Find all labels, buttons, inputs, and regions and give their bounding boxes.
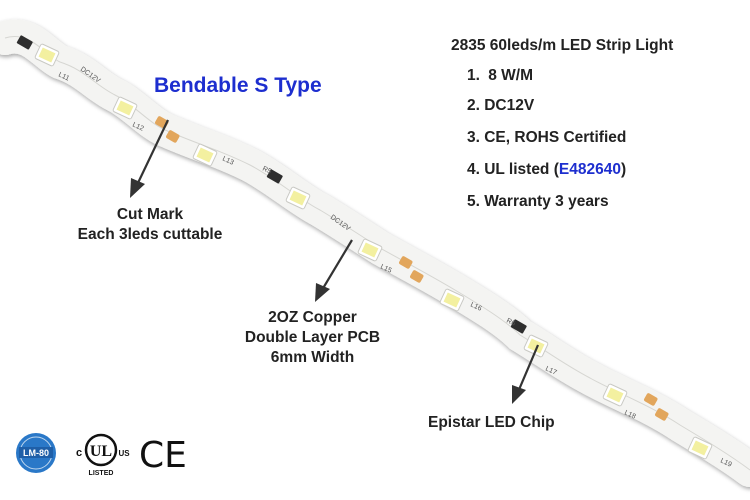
pcb-label: L18 xyxy=(623,409,637,420)
callout-line: Cut Mark xyxy=(116,206,184,223)
callout-line: 2OZ Copper xyxy=(268,309,357,326)
pcb-label: L16 xyxy=(469,301,483,312)
page-heading: Bendable S Type xyxy=(154,74,322,97)
callout-copper: 2OZ Copper Double Layer PCB 6mm Width xyxy=(225,308,400,368)
callout-line: Each 3leds cuttable xyxy=(77,226,223,243)
spec-item-warranty: 5. Warranty 3 years xyxy=(467,193,609,210)
lm80-logo: LM-80 xyxy=(15,432,57,474)
callout-line: Double Layer PCB xyxy=(244,329,381,346)
pcb-label: L19 xyxy=(719,457,733,468)
ul-mark: UL xyxy=(90,443,112,460)
ce-logo: CE xyxy=(137,434,189,476)
lm80-text: LM-80 xyxy=(23,448,49,458)
callout-cut-mark: Cut Mark Each 3leds cuttable xyxy=(55,205,245,245)
spec-item-certification: 3. CE, ROHS Certified xyxy=(467,129,627,146)
pcb-label: L17 xyxy=(544,365,558,376)
ul-listed: LISTED xyxy=(89,470,114,477)
ul-suffix: ) xyxy=(620,161,627,178)
spec-item-voltage: 2. DC12V xyxy=(467,97,535,114)
pcb-label: L15 xyxy=(379,263,393,274)
product-title: 2835 60leds/m LED Strip Light xyxy=(451,37,674,54)
ul-us: US xyxy=(118,449,130,458)
pointer-arrows xyxy=(130,119,540,404)
resistors xyxy=(16,35,527,334)
ul-logo: UL c US LISTED xyxy=(70,430,132,478)
callout-line: 6mm Width xyxy=(270,349,355,366)
ul-c: c xyxy=(76,447,82,459)
callout-led-chip: Epistar LED Chip xyxy=(428,414,555,431)
ce-mark: CE xyxy=(139,435,187,474)
spec-number: 1. xyxy=(467,67,480,84)
spec-value: 8 W/M xyxy=(488,67,534,84)
pcb-label: R5 xyxy=(261,165,272,175)
led-chips xyxy=(34,43,713,460)
pcb-label: L12 xyxy=(131,121,145,132)
copper-pads xyxy=(155,116,669,421)
pcb-label: R6 xyxy=(505,317,516,327)
spec-item-ul: 4. UL listed (E482640) xyxy=(467,161,626,179)
pcb-label: L13 xyxy=(221,155,235,166)
ul-file-number: E482640 xyxy=(558,161,621,178)
ul-prefix: 4. UL listed ( xyxy=(467,161,559,178)
spec-item-power: 1. 8 W/M xyxy=(467,67,533,85)
pcb-label: L11 xyxy=(57,71,70,82)
